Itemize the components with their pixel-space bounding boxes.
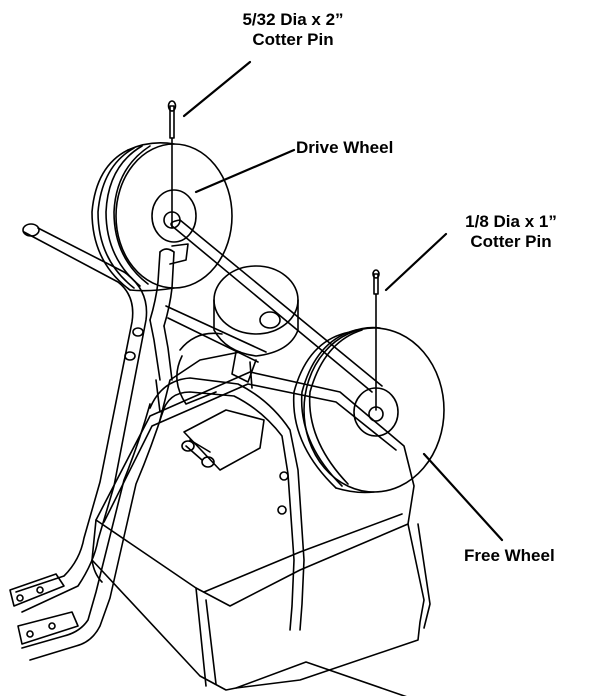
leader-cotter-small [384, 232, 448, 292]
free-wheel [292, 326, 445, 494]
cotter-pin-small-label: 1/8 Dia x 1” Cotter Pin [436, 212, 586, 252]
cotter-pin-small [372, 269, 380, 411]
cotter-pin-small-label-line1: 1/8 Dia x 1” [465, 212, 557, 231]
cotter-pin-large-label-line2: Cotter Pin [252, 30, 334, 49]
axle [170, 219, 383, 393]
leader-free-wheel [422, 452, 504, 542]
leader-cotter-large [182, 60, 252, 118]
leader-drive-wheel [194, 148, 296, 194]
cotter-pin-large-label-line1: 5/32 Dia x 2” [242, 10, 344, 29]
cotter-pin-large-label: 5/32 Dia x 2” Cotter Pin [218, 10, 368, 50]
motor-housing [176, 265, 299, 405]
foot-plates [9, 573, 79, 645]
leader-lines [182, 60, 504, 542]
cotter-pin-small-label-line2: Cotter Pin [470, 232, 552, 251]
drive-wheel [91, 142, 233, 292]
free-wheel-label: Free Wheel [464, 546, 555, 565]
cotter-pin-large [167, 100, 177, 229]
drive-wheel-label: Drive Wheel [296, 138, 394, 157]
base-housing [91, 351, 431, 696]
